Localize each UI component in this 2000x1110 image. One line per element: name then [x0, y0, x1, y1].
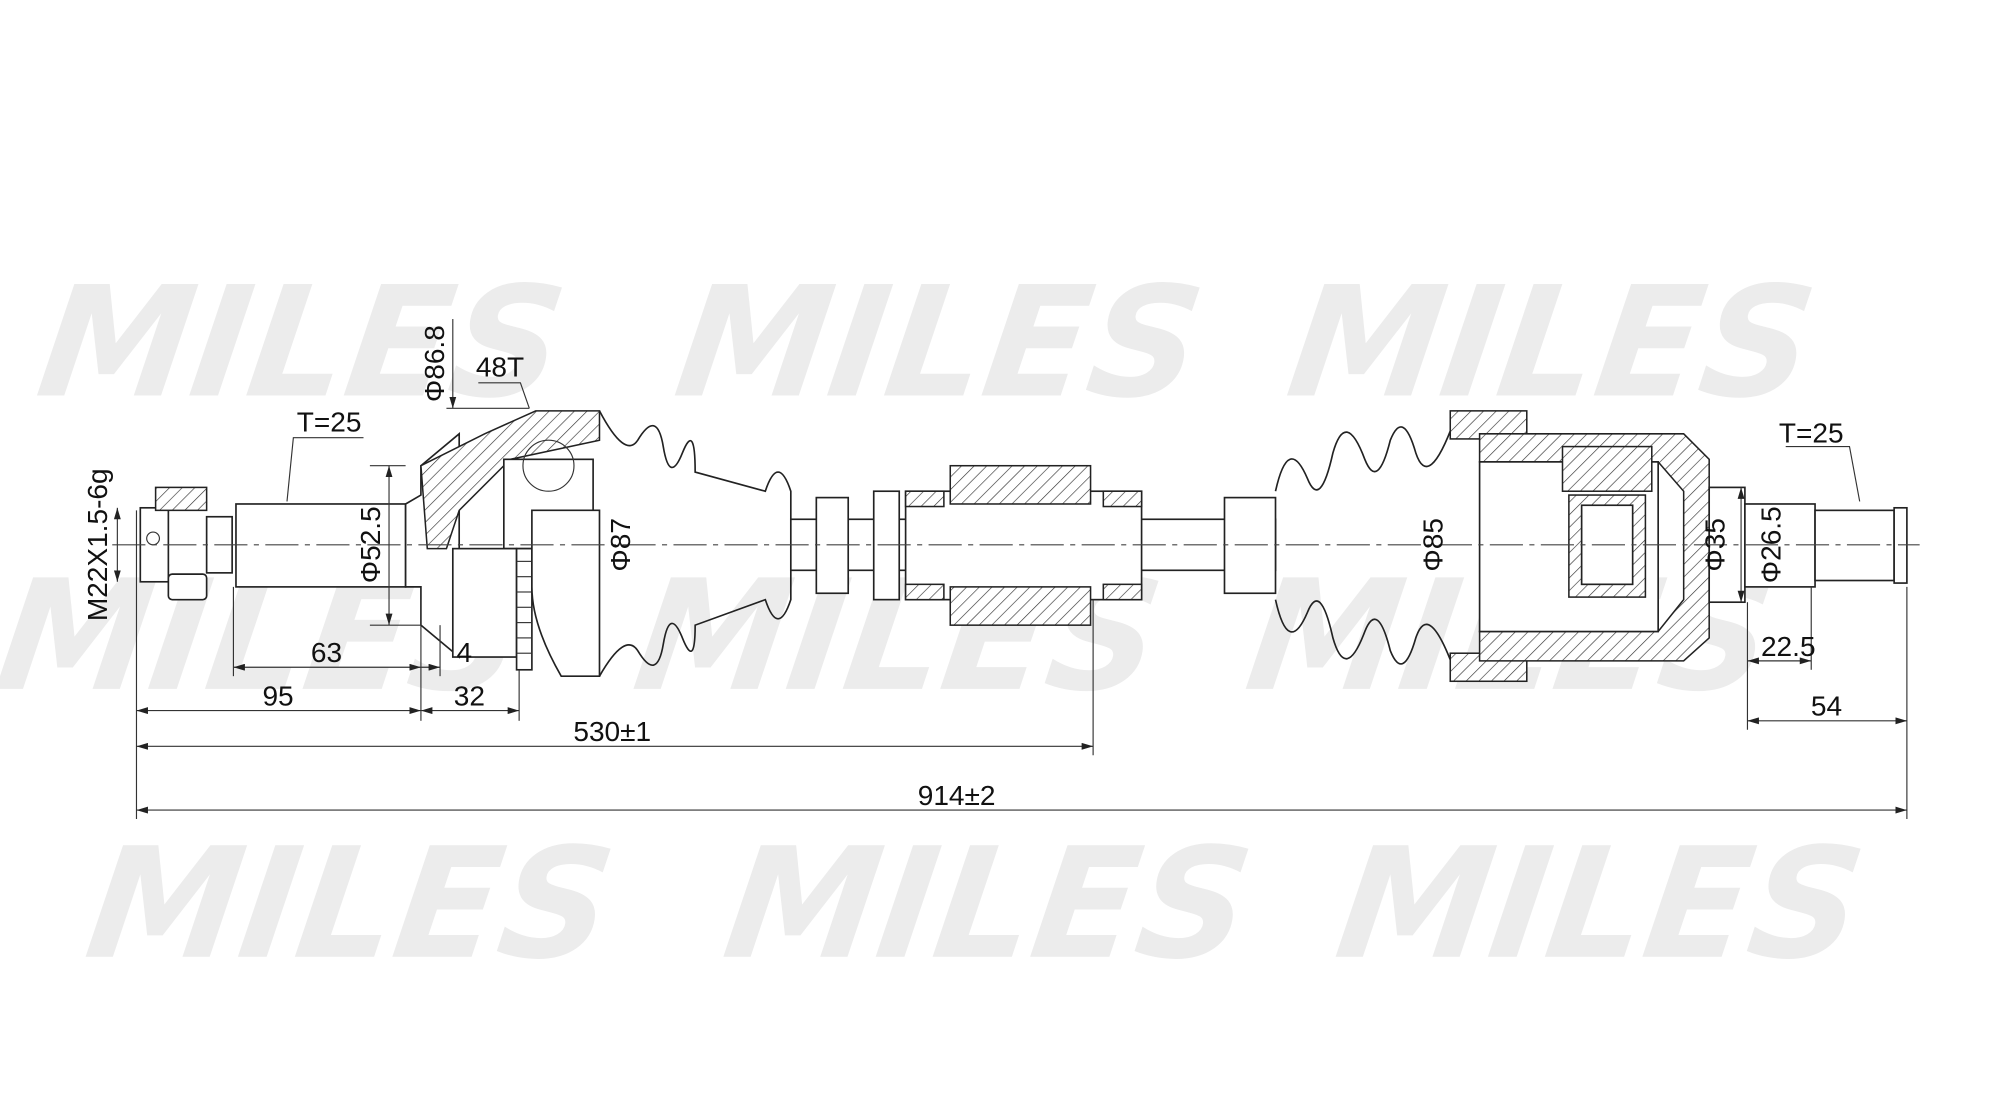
- diameter-87-label: Φ87: [605, 518, 636, 572]
- diameter-85-label: Φ85: [1418, 518, 1449, 572]
- watermark: MILES: [666, 254, 1213, 432]
- diameter-86-8-label: Φ86.8: [419, 325, 450, 402]
- length-4-label: 4: [456, 637, 472, 668]
- left-spline-label: T=25: [297, 406, 362, 437]
- length-63-label: 63: [311, 637, 342, 668]
- extension-lines: [135, 407, 1908, 820]
- diameter-35-label: Φ35: [1699, 518, 1730, 572]
- damper: [904, 464, 1143, 626]
- outer-cv-joint: [420, 410, 601, 678]
- length-54-label: 54: [1811, 691, 1842, 722]
- watermark: MILES: [29, 254, 576, 432]
- watermark: MILES: [77, 815, 624, 993]
- watermark: MILES: [1279, 254, 1826, 432]
- length-95-label: 95: [262, 681, 293, 712]
- inner-boot: [1274, 420, 1455, 671]
- inner-tripod-joint: [1449, 410, 1710, 683]
- watermark: MILES: [1327, 815, 1874, 993]
- abs-ring: [516, 560, 532, 654]
- dimension-labels: M22X1.5-6g T=25 Φ52.5 Φ86.8 48T Φ87 Φ85 …: [82, 325, 1843, 811]
- dimension-lines: [113, 319, 1907, 814]
- diameter-26-5-label: Φ26.5: [1756, 506, 1787, 583]
- length-22-5-label: 22.5: [1761, 631, 1816, 662]
- right-spline-label: T=25: [1779, 418, 1844, 449]
- diameter-52-5-label: Φ52.5: [355, 506, 386, 583]
- length-530-label: 530±1: [573, 716, 651, 747]
- watermark: MILES: [715, 815, 1262, 993]
- abs-teeth-label: 48T: [476, 351, 524, 382]
- thread-label: M22X1.5-6g: [82, 468, 113, 621]
- outer-boot: [598, 410, 792, 677]
- length-32-label: 32: [454, 681, 485, 712]
- length-914-label: 914±2: [918, 780, 996, 811]
